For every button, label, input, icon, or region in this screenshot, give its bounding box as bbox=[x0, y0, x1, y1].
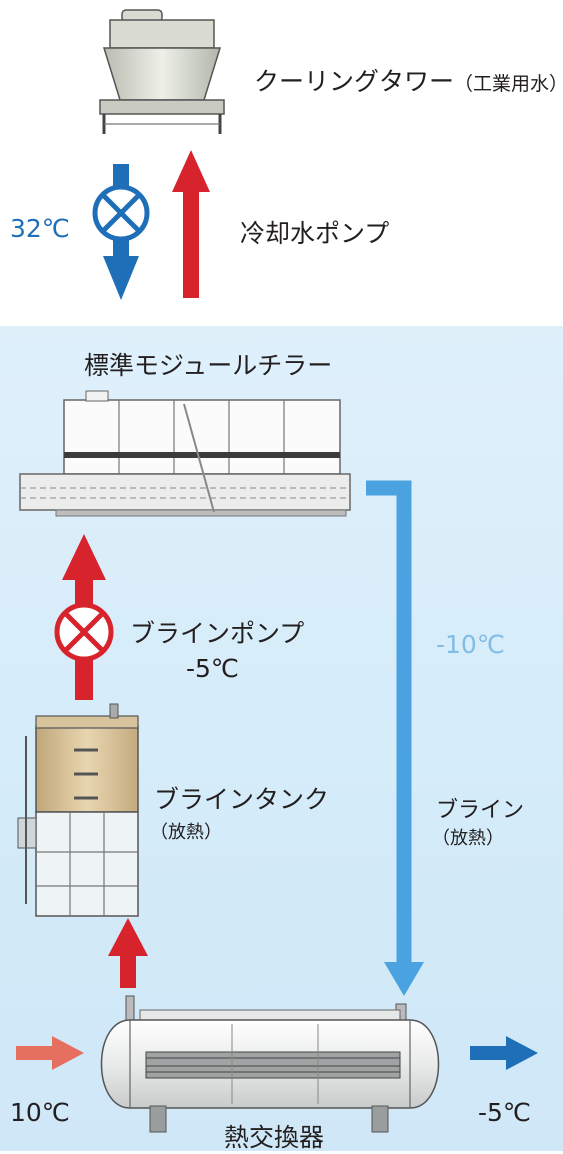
heat-exchanger-icon bbox=[100, 995, 440, 1133]
brine-tank-sublabel: （放熱） bbox=[150, 822, 222, 843]
brine-tank-icon bbox=[17, 703, 139, 917]
heat-exchanger-inlet-temp: 10℃ bbox=[10, 1098, 70, 1127]
heat-exchanger-outlet-temp: -5℃ bbox=[478, 1098, 532, 1127]
cooling-tower-sublabel: （工業用水） bbox=[454, 73, 563, 95]
heat-exchanger-inlet-arrow bbox=[16, 1036, 84, 1070]
cooling-water-temp-label: 32℃ bbox=[10, 214, 70, 243]
brine-line-temp-label: -10℃ bbox=[436, 630, 505, 659]
brine-line-label: ブライン bbox=[436, 798, 525, 823]
heat-exchanger-label: 熱交換器 bbox=[224, 1123, 325, 1152]
heat-exchanger-outlet-arrow bbox=[470, 1036, 538, 1070]
chiller-label: 標準モジュールチラー bbox=[84, 351, 333, 380]
brine-pump-label: ブラインポンプ bbox=[130, 619, 305, 648]
brine-line-sublabel: （放熱） bbox=[432, 828, 504, 849]
brine-pump-valve-icon bbox=[54, 602, 114, 662]
cooling-water-up-arrow bbox=[172, 150, 210, 298]
cooling-water-pump-label: 冷却水ポンプ bbox=[240, 219, 390, 248]
modular-chiller-icon bbox=[19, 390, 351, 517]
brine-return-line bbox=[366, 480, 424, 996]
cooling-water-valve-icon bbox=[92, 184, 150, 242]
brine-tank-up-arrow bbox=[108, 918, 148, 988]
brine-pump-temp-label: -5℃ bbox=[186, 654, 240, 683]
cooling-tower-icon bbox=[99, 9, 225, 134]
cooling-tower-label: クーリングタワー bbox=[254, 67, 455, 96]
brine-tank-label: ブラインタンク bbox=[154, 785, 330, 814]
